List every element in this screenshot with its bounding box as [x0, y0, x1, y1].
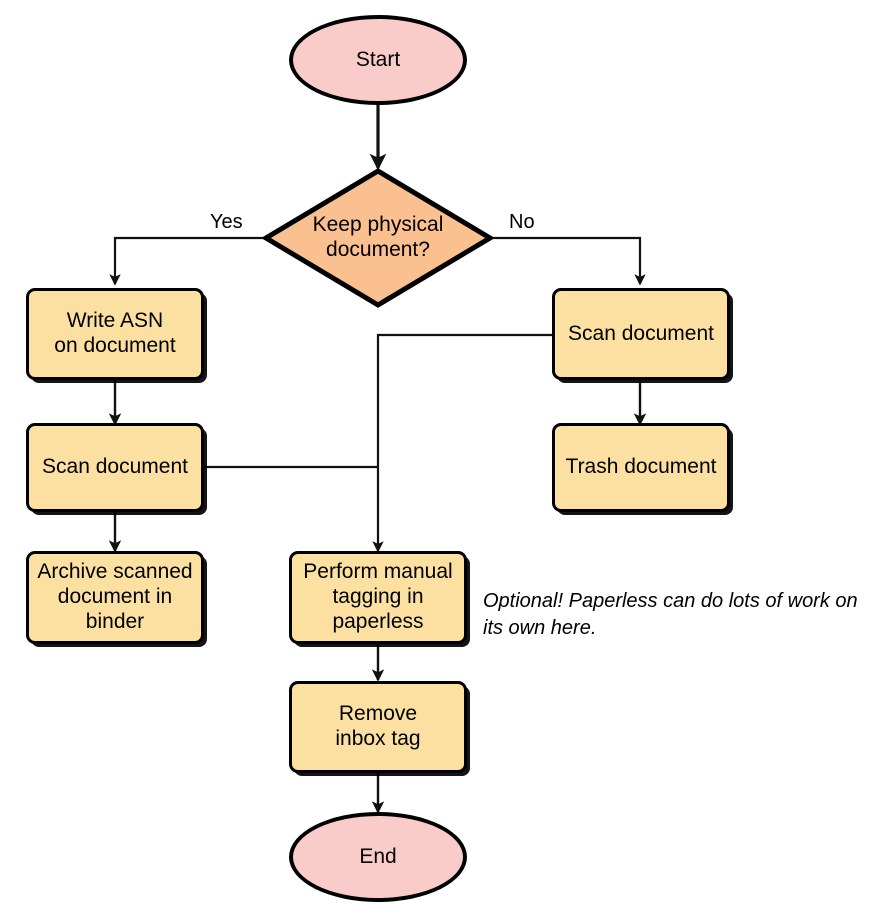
- node-start-label: Start: [355, 47, 401, 71]
- node-write-asn-label-line1: Write ASN: [66, 309, 164, 333]
- node-archive-label-line2: document in: [57, 585, 173, 609]
- node-manual-tagging-label: Perform manual tagging in paperless: [303, 560, 452, 634]
- node-end-label: End: [359, 844, 397, 868]
- node-perform-manual-tagging[interactable]: Perform manual tagging in paperless: [289, 551, 467, 644]
- node-end[interactable]: End: [289, 812, 467, 902]
- diamond-shape: [263, 168, 493, 308]
- annotation-optional-note-line2: its own here.: [483, 617, 597, 639]
- node-archive-label: Archive scanned document in binder: [37, 560, 192, 634]
- node-decision-keep-physical-document[interactable]: Keep physical document?: [263, 168, 493, 308]
- node-remove-inbox-tag[interactable]: Remove inbox tag: [289, 681, 467, 773]
- node-remove-inbox-label-line1: Remove: [338, 702, 418, 726]
- node-archive-scanned-document-in-binder[interactable]: Archive scanned document in binder: [26, 551, 204, 644]
- annotation-optional-note: Optional! Paperless can do lots of work …: [483, 588, 883, 642]
- node-trash-document[interactable]: Trash document: [552, 423, 730, 512]
- node-write-asn-on-document[interactable]: Write ASN on document: [26, 288, 204, 380]
- edge-decision-to-write-asn: [109, 236, 266, 286]
- node-scan-document-left[interactable]: Scan document: [26, 423, 204, 512]
- node-write-asn-label: Write ASN on document: [54, 309, 175, 359]
- edge-label-yes: Yes: [210, 211, 243, 233]
- node-archive-label-line1: Archive scanned: [37, 560, 193, 584]
- edge-decision-to-scan-right: [490, 236, 646, 286]
- node-scan-document-left-label: Scan document: [42, 455, 188, 479]
- node-remove-inbox-label: Remove inbox tag: [335, 702, 420, 752]
- node-write-asn-label-line2: on document: [54, 334, 176, 357]
- node-archive-label-line3: binder: [85, 609, 145, 633]
- node-manual-tagging-label-line3: paperless: [332, 609, 424, 633]
- node-manual-tagging-label-line1: Perform manual: [303, 560, 453, 584]
- node-scan-document-right[interactable]: Scan document: [552, 288, 730, 380]
- edge-scan-right-to-manual-tagging: [372, 333, 552, 553]
- node-start[interactable]: Start: [289, 15, 467, 105]
- node-remove-inbox-label-line2: inbox tag: [335, 727, 421, 750]
- node-trash-document-label: Trash document: [565, 455, 717, 479]
- node-scan-document-right-label: Scan document: [568, 321, 714, 345]
- annotation-optional-note-line1: Optional! Paperless can do lots of work …: [483, 590, 858, 612]
- node-manual-tagging-label-line2: tagging in: [332, 585, 424, 609]
- edge-label-no: No: [509, 211, 535, 233]
